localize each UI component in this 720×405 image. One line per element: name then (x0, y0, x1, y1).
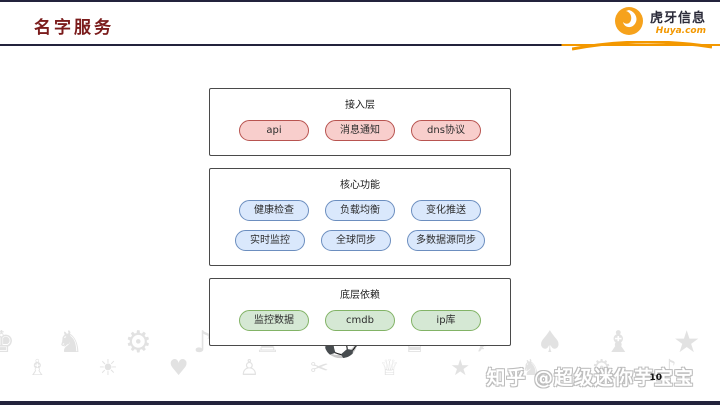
layer-access-box: 接入层 api 消息通知 dns协议 (209, 88, 511, 156)
pill-load-balance: 负载均衡 (325, 200, 395, 221)
pill-row: 监控数据 cmdb ip库 (216, 310, 504, 331)
layer-core-box: 核心功能 健康检查 负载均衡 变化推送 实时监控 全球同步 多数据源同步 (209, 168, 511, 266)
logo-text-block: 虎牙信息 Huya.com (650, 7, 706, 36)
architecture-diagram: 接入层 api 消息通知 dns协议 核心功能 健康检查 负载均衡 变化推送 实… (209, 88, 511, 346)
pill-change-push: 变化推送 (411, 200, 481, 221)
pill-row: 健康检查 负载均衡 变化推送 (216, 200, 504, 221)
pill-row: 实时监控 全球同步 多数据源同步 (216, 230, 504, 251)
pill-message-notify: 消息通知 (325, 120, 395, 141)
layer-deps-box: 底层依赖 监控数据 cmdb ip库 (209, 278, 511, 346)
watermark-text: 知乎 @超级迷你芋宝宝 (486, 367, 694, 389)
pill-api: api (239, 120, 309, 141)
page-number: 10 (649, 373, 662, 383)
pill-multi-source-sync: 多数据源同步 (407, 230, 485, 251)
pill-monitor-data: 监控数据 (239, 310, 309, 331)
pill-global-sync: 全球同步 (321, 230, 391, 251)
layer-core-title: 核心功能 (340, 180, 380, 191)
pill-ip-db: ip库 (411, 310, 481, 331)
layer-deps-title: 底层依赖 (340, 290, 380, 301)
pill-cmdb: cmdb (325, 310, 395, 331)
page-title: 名字服务 (34, 18, 114, 38)
pill-realtime-monitor: 实时监控 (235, 230, 305, 251)
pill-health-check: 健康检查 (239, 200, 309, 221)
doodle-row: ♩ ♗ ☀ ♥ ♙ ✂ ♕ ★ ♞ ⚙ ♪ ♚ ⚽ ♜ ♛ ✈ ♠ ♝ ⚓ ♫ … (0, 356, 720, 381)
logo-domain-text: Huya.com (655, 25, 706, 36)
pill-row: api 消息通知 dns协议 (216, 120, 504, 141)
logo-underline-swoosh-icon (571, 36, 713, 55)
huya-logo: 虎牙信息 Huya.com (613, 5, 706, 37)
logo-company-text: 虎牙信息 (649, 10, 706, 26)
layer-access-title: 接入层 (345, 100, 375, 111)
top-border-line (0, 0, 720, 2)
huya-flame-icon (613, 5, 645, 37)
pill-dns-protocol: dns协议 (411, 120, 481, 141)
bottom-border-bar (0, 401, 720, 405)
header-divider (0, 44, 720, 46)
